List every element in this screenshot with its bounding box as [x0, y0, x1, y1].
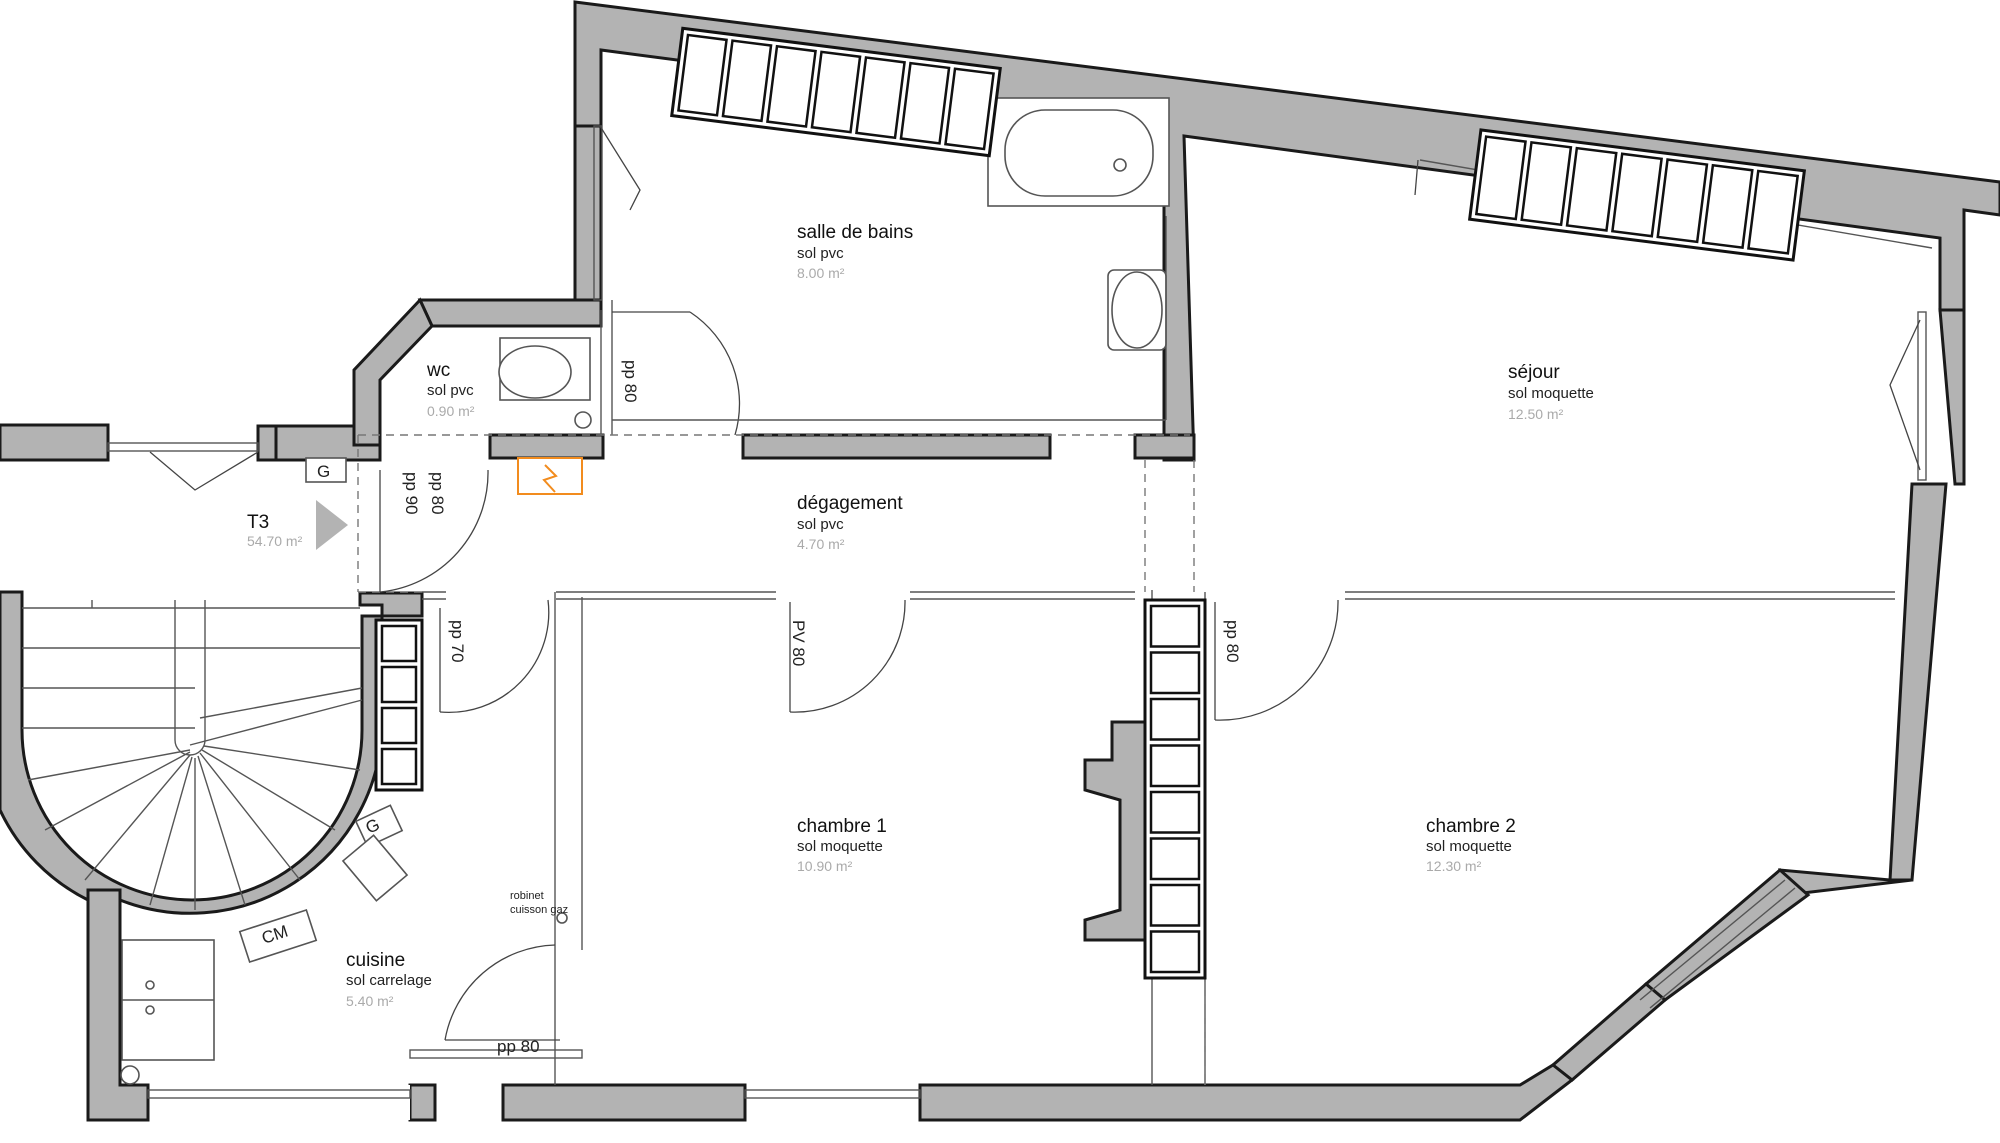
radiator-element [721, 39, 773, 123]
room-wc-area: 0.90 m² [427, 403, 475, 419]
room-chambre2-name: chambre 2 [1426, 816, 1516, 837]
room-cuisine-name: cuisine [346, 950, 405, 971]
door-label-entree-a: pp 90 [402, 472, 421, 515]
washbasin-bowl [1111, 271, 1163, 349]
radiator-element [1149, 930, 1201, 974]
electric-panel-icon [517, 457, 583, 495]
radiator-element [766, 44, 817, 128]
radiator-element [1747, 169, 1800, 255]
radiator-element [677, 33, 728, 117]
entrance-arrow-icon [316, 500, 348, 550]
staircase [22, 600, 363, 910]
bathroom-fixtures [498, 97, 1170, 429]
room-degagement-name: dégagement [797, 493, 903, 514]
radiator-element [1656, 158, 1709, 244]
door-label-chambre1: PV 80 [789, 620, 808, 666]
door-label-entree-b: pp 80 [428, 472, 447, 515]
radiator-element [1149, 651, 1201, 695]
room-cuisine-area: 5.40 m² [346, 993, 394, 1009]
dashed-boundaries [357, 434, 1206, 1085]
room-chambre1-floor: sol moquette [797, 838, 883, 855]
room-salle-de-bains-name: salle de bains [797, 222, 913, 243]
radiator-cuisine [374, 618, 424, 792]
radiator-sejour [1467, 128, 1807, 262]
doors [149, 125, 1921, 1041]
radiator-chambre2 [1143, 598, 1207, 980]
room-wc-floor: sol pvc [427, 382, 474, 399]
room-salle-de-bains-floor: sol pvc [797, 245, 844, 262]
gas-tap-label-2: cuisson gaz [510, 904, 568, 916]
room-sejour-area: 12.50 m² [1508, 406, 1564, 422]
room-salle-de-bains-area: 8.00 m² [797, 265, 845, 281]
boiler [354, 804, 404, 848]
gas-meter [305, 457, 347, 483]
radiator-element [1701, 163, 1754, 250]
room-sejour-name: séjour [1508, 362, 1560, 383]
radiator-element [380, 706, 418, 745]
sink-drain [120, 1065, 140, 1085]
door-label-chambre2: pp 80 [1223, 620, 1242, 663]
radiator-element [1149, 883, 1201, 927]
radiator-element [380, 624, 418, 663]
room-chambre2-area: 12.30 m² [1426, 858, 1482, 874]
radiator-element [855, 56, 906, 140]
door-label-cuisine-top: pp 70 [448, 620, 467, 663]
door-label-wc: pp 80 [621, 360, 640, 403]
radiator-element [380, 747, 418, 786]
kitchen-fixtures [120, 457, 568, 1085]
radiator-element [380, 665, 418, 704]
radiator-element [1520, 140, 1573, 227]
room-sejour-floor: sol moquette [1508, 385, 1594, 402]
radiator-element [1149, 604, 1201, 648]
toilet-bowl [498, 345, 572, 399]
radiator-element [1149, 790, 1201, 834]
gas-tap [556, 912, 568, 924]
gas-tap-label-1: robinet [510, 890, 544, 902]
radiator-element [944, 67, 995, 151]
room-chambre2-floor: sol moquette [1426, 838, 1512, 855]
radiator-element [1149, 837, 1201, 881]
room-chambre1-area: 10.90 m² [797, 858, 853, 874]
radiator-element [1611, 152, 1663, 238]
room-wc-name: wc [426, 360, 450, 381]
radiator-element [1149, 697, 1201, 741]
door-label-cuisine-bottom: pp 80 [497, 1037, 540, 1056]
gas-meter-label: G [317, 462, 330, 481]
radiator-element [810, 50, 862, 134]
room-degagement-floor: sol pvc [797, 516, 844, 533]
room-cuisine-floor: sol carrelage [346, 972, 432, 989]
apartment-name: T3 [247, 512, 269, 533]
radiator-element [899, 61, 951, 145]
radiator-element [1149, 744, 1201, 788]
apartment-area: 54.70 m² [247, 533, 303, 549]
bathtub-basin [1004, 109, 1154, 197]
room-chambre1-name: chambre 1 [797, 816, 887, 837]
bath-drain [1113, 158, 1127, 172]
radiator-element [1565, 146, 1618, 232]
radiator-element [1474, 135, 1527, 221]
radiators [374, 26, 1807, 980]
labels: salle de bains sol pvc 8.00 m² wc sol pv… [247, 222, 1594, 1056]
room-degagement-area: 4.70 m² [797, 536, 845, 552]
toilet-brush [574, 411, 592, 429]
washing-machine [238, 908, 318, 964]
radiator-bathroom [670, 26, 1002, 158]
